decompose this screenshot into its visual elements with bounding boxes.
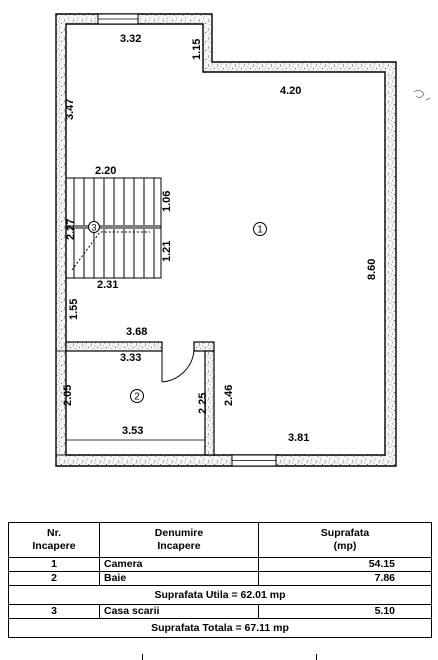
- floor-plan: 3.32 1.15 4.20 3.47 2.20 1.06 2.27 1.21 …: [55, 13, 431, 467]
- dim-bath-right-height: 2.25: [197, 393, 209, 414]
- row-area: 54.15: [258, 557, 432, 572]
- row-area: 5.10: [258, 604, 432, 619]
- dim-bath-top-outer: 3.68: [126, 326, 147, 338]
- dim-top-left-width: 3.32: [120, 33, 141, 45]
- row-area: 7.86: [258, 571, 432, 586]
- room-marker-3: 3: [88, 221, 100, 233]
- dim-bath-top-inner: 3.33: [120, 352, 141, 364]
- dimension-labels: 3.32 1.15 4.20 3.47 2.20 1.06 2.27 1.21 …: [62, 33, 378, 444]
- dim-right-height: 8.60: [366, 259, 378, 280]
- dim-stair-bottom-width: 2.31: [97, 279, 118, 291]
- area-summary-table: Nr. Incapere Denumire Incapere Suprafata…: [8, 522, 432, 638]
- table-tick-mark: [316, 654, 317, 660]
- stray-mark: [413, 90, 431, 101]
- row-name: Casa scarii: [99, 604, 259, 619]
- dim-stair-top-width: 2.20: [95, 165, 116, 177]
- room-marker-1: 1: [253, 222, 267, 236]
- svg-text:1: 1: [257, 225, 263, 236]
- suprafata-utila: Suprafata Utila = 62.01 mp: [8, 585, 432, 605]
- dim-bath-left-height: 2.05: [62, 385, 74, 406]
- table-tick-mark: [142, 654, 143, 660]
- svg-text:3: 3: [91, 223, 96, 233]
- room-marker-2: 2: [130, 389, 144, 403]
- header-nr-line2: Incapere: [32, 540, 76, 552]
- staircase: [65, 177, 162, 279]
- bathroom-walls: [55, 341, 215, 456]
- table-row-totala: Suprafata Totala = 67.11 mp: [8, 618, 432, 638]
- header-suprafata-line1: Suprafata: [320, 527, 370, 539]
- table-row-utila: Suprafata Utila = 62.01 mp: [8, 585, 432, 605]
- dim-notch-height: 1.15: [191, 39, 203, 60]
- dim-stair-right-upper: 1.06: [161, 191, 173, 212]
- dim-bottom-width: 3.81: [288, 432, 309, 444]
- row-nr: 2: [8, 571, 100, 586]
- svg-text:2: 2: [134, 392, 140, 403]
- row-nr: 3: [8, 604, 100, 619]
- header-nr-line1: Nr.: [46, 527, 61, 539]
- row-nr: 1: [8, 557, 100, 572]
- header-denumire: Denumire Incapere: [99, 522, 259, 558]
- dim-bath-bottom-width: 3.53: [122, 425, 143, 437]
- header-suprafata: Suprafata (mp): [258, 522, 432, 558]
- header-denumire-line2: Incapere: [157, 540, 201, 552]
- dim-stair-left-height: 2.27: [65, 219, 77, 240]
- table-header-row: Nr. Incapere Denumire Incapere Suprafata…: [8, 522, 432, 558]
- table-row: 1 Camera 54.15: [8, 557, 432, 572]
- table-row: 2 Baie 7.86: [8, 571, 432, 586]
- dim-corridor-height: 2.46: [223, 385, 235, 406]
- dim-left-middle-height: 1.55: [68, 299, 80, 320]
- row-name: Baie: [99, 571, 259, 586]
- bathroom-door: [161, 347, 195, 383]
- dim-left-upper-height: 3.47: [64, 99, 76, 120]
- dim-top-right-width: 4.20: [280, 85, 301, 97]
- suprafata-totala: Suprafata Totala = 67.11 mp: [8, 618, 432, 638]
- window-top: [97, 13, 139, 25]
- window-bottom: [231, 454, 277, 467]
- header-nr: Nr. Incapere: [8, 522, 100, 558]
- header-suprafata-line2: (mp): [333, 540, 357, 552]
- dim-stair-right-lower: 1.21: [161, 241, 173, 262]
- table-row: 3 Casa scarii 5.10: [8, 604, 432, 619]
- row-name: Camera: [99, 557, 259, 572]
- header-denumire-line1: Denumire: [154, 527, 204, 539]
